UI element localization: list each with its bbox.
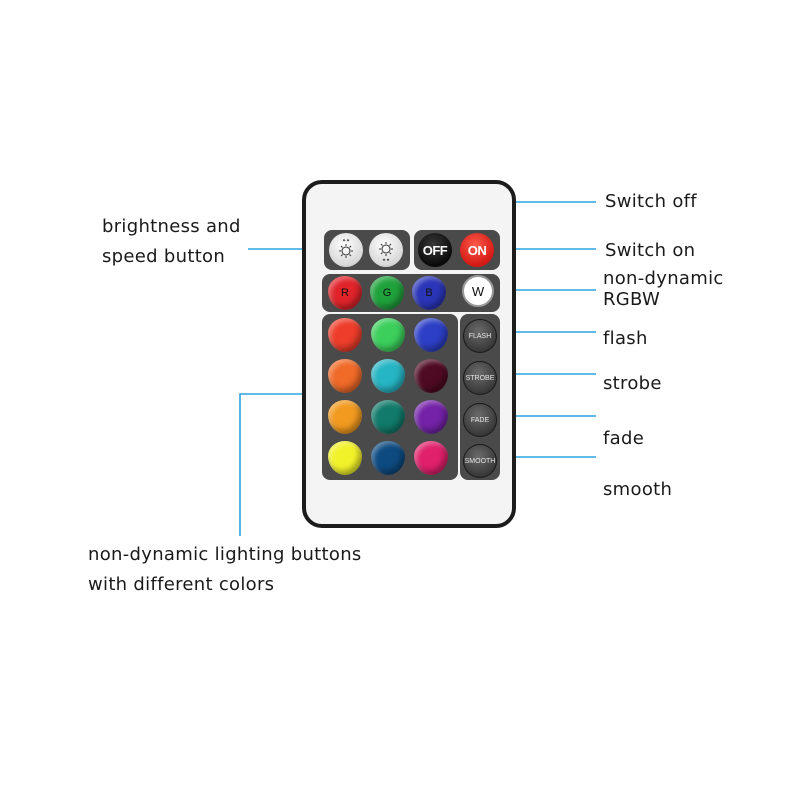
flash-label: flash xyxy=(603,328,648,349)
color-button-r1-c2[interactable] xyxy=(371,318,405,352)
color-button-r3-c1[interactable] xyxy=(328,400,362,434)
green-button[interactable]: G xyxy=(370,276,404,310)
switch-on-label: Switch on xyxy=(605,240,696,261)
lighting-buttons-label-line2: with different colors xyxy=(88,574,275,595)
rgbw-label: non-dynamic RGBW xyxy=(603,268,724,310)
rgbw-label-line2: RGBW xyxy=(603,289,661,310)
sun-down-icon xyxy=(379,242,393,262)
color-button-r2-c2[interactable] xyxy=(371,359,405,393)
green-label: G xyxy=(382,287,392,299)
blue-button[interactable]: B xyxy=(412,276,446,310)
color-button-r3-c2[interactable] xyxy=(371,400,405,434)
red-label: R xyxy=(341,287,349,299)
color-button-r3-c3[interactable] xyxy=(414,400,448,434)
on-button[interactable]: ON xyxy=(460,233,494,267)
color-button-r4-c3[interactable] xyxy=(414,441,448,475)
brightness-up-button[interactable] xyxy=(329,233,363,267)
lighting-buttons-label-line1: non-dynamic lighting buttons xyxy=(88,544,362,565)
color-button-r1-c1[interactable] xyxy=(328,318,362,352)
fade-button[interactable]: FADE xyxy=(463,403,497,437)
strobe-label: strobe xyxy=(603,373,662,394)
off-button[interactable]: OFF xyxy=(418,233,452,267)
switch-off-label: Switch off xyxy=(605,191,697,212)
brightness-speed-label-line1: brightness and xyxy=(102,216,241,237)
remote-control: OFF ON R G B W FLASH STROBE FADE SMOOTH xyxy=(302,180,516,528)
color-button-r1-c3[interactable] xyxy=(414,318,448,352)
blue-label: B xyxy=(425,287,433,299)
red-button[interactable]: R xyxy=(328,276,362,310)
flash-button[interactable]: FLASH xyxy=(463,319,497,353)
white-label: W xyxy=(471,283,485,299)
sun-up-icon xyxy=(339,238,353,258)
brightness-speed-label: brightness and speed button xyxy=(102,212,241,272)
color-button-r2-c1[interactable] xyxy=(328,359,362,393)
white-button[interactable]: W xyxy=(462,275,494,307)
smooth-button[interactable]: SMOOTH xyxy=(463,444,497,478)
rgbw-label-line1: non-dynamic xyxy=(603,268,724,289)
strobe-button[interactable]: STROBE xyxy=(463,361,497,395)
color-button-r2-c3[interactable] xyxy=(414,359,448,393)
brightness-speed-label-line2: speed button xyxy=(102,246,226,267)
color-button-r4-c1[interactable] xyxy=(328,441,362,475)
smooth-label: smooth xyxy=(603,479,673,500)
color-button-r4-c2[interactable] xyxy=(371,441,405,475)
fade-label: fade xyxy=(603,428,645,449)
brightness-down-button[interactable] xyxy=(369,233,403,267)
lighting-buttons-label: non-dynamic lighting buttons with differ… xyxy=(88,540,362,600)
